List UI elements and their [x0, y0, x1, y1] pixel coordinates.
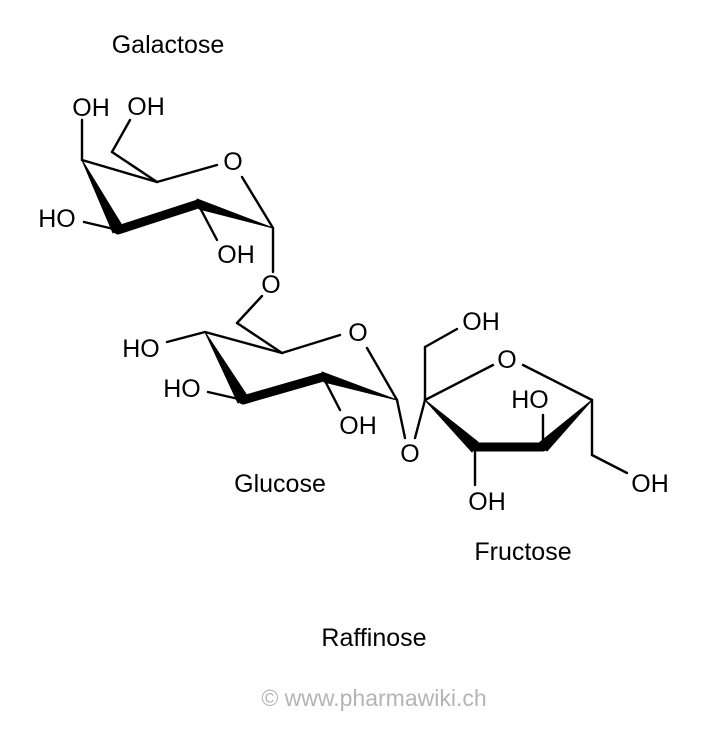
- atom-label: HO: [38, 205, 76, 233]
- atom-label: OH: [217, 241, 255, 269]
- galactose-ring: [80, 118, 275, 274]
- glucose-label: Glucose: [234, 470, 326, 498]
- atom-label: O: [223, 148, 242, 176]
- atom-label: OH: [468, 488, 506, 516]
- atom-label: HO: [163, 375, 201, 403]
- glucose-ring: [165, 294, 407, 440]
- atom-label: O: [261, 271, 280, 299]
- atom-label: OH: [339, 412, 377, 440]
- atom-label: O: [400, 440, 419, 468]
- atom-label: OH: [127, 93, 165, 121]
- copyright-watermark: © www.pharmawiki.ch: [261, 685, 486, 711]
- atom-label: O: [348, 319, 367, 347]
- fructose-ring: [413, 327, 629, 487]
- atom-label: O: [497, 346, 516, 374]
- fructose-label: Fructose: [474, 538, 571, 566]
- atom-label: OH: [631, 470, 669, 498]
- atom-label: HO: [122, 335, 160, 363]
- galactose-label: Galactose: [112, 31, 225, 59]
- atom-label: OH: [72, 94, 110, 122]
- atom-label: HO: [511, 386, 549, 414]
- atom-label: OH: [462, 308, 500, 336]
- compound-title: Raffinose: [321, 624, 426, 652]
